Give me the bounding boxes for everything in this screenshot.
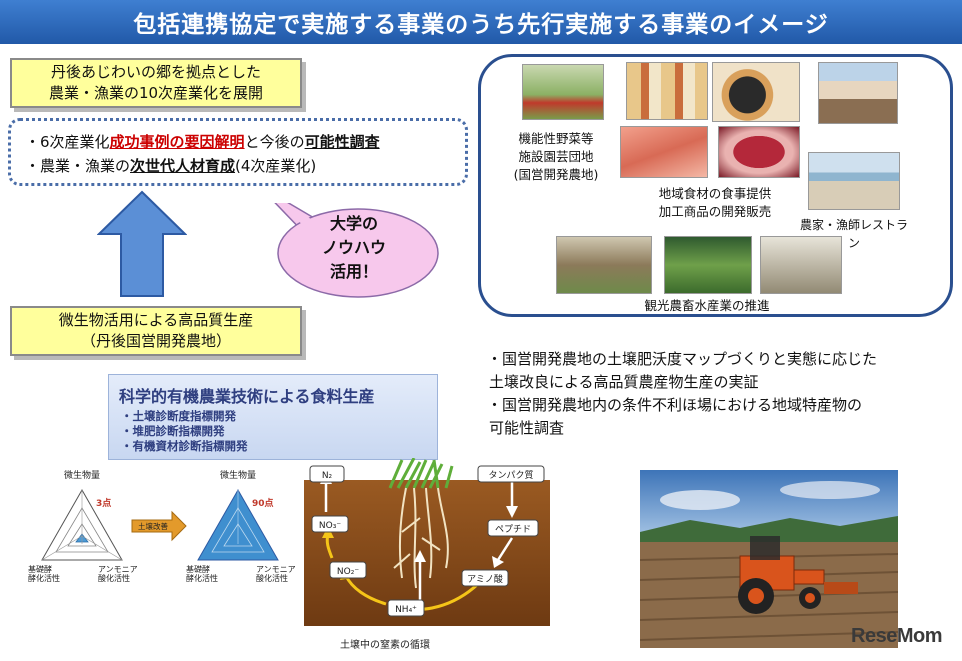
beef-photo (718, 126, 800, 178)
goal-item-1-emphasis-1: 成功事例の要因解明 (109, 133, 245, 151)
soil-bullet-line3: ・国営開発農地内の条件不利ほ場における地域特産物の (487, 396, 863, 414)
improvement-arrow-icon (131, 510, 187, 542)
callout-text: 大学の ノウハウ 活用！ (268, 212, 440, 284)
nitrogen-cycle-diagram: N₂ タンパク質 ペプチド アミノ酸 NH₄⁺ NO₂⁻ NO₃⁻ (304, 458, 550, 626)
soil-bullet-line4: 可能性調査 (489, 419, 565, 437)
label-amino: アミノ酸 (467, 574, 503, 585)
label-restaurant: 農家・漁師レストラン (799, 218, 908, 250)
protein-box (477, 465, 545, 483)
radar-label-bl-2-right: 酵化活性 (186, 573, 218, 582)
label-veg-line1: 機能性野菜等 (518, 131, 594, 146)
tourism-group-photo (556, 236, 652, 294)
label-nh4: NH₄⁺ (395, 605, 417, 615)
goal-item-1-mid: と今後の (244, 133, 305, 151)
fish-photo (620, 126, 708, 178)
roots-icon (393, 487, 449, 589)
goal-box-bottom-line1: 微生物活用による高品質生産 (58, 311, 254, 329)
label-food: 地域食材の食事提供 加工商品の開発販売 (640, 185, 790, 221)
goal-box-bottom: 微生物活用による高品質生産 （丹後国営開発農地） (10, 306, 302, 356)
goal-item-2-prefix: ・農業・漁業の (25, 157, 131, 175)
burger-photo (712, 62, 800, 122)
radar-label-br-1: アンモニア (98, 565, 138, 574)
radar-label-br-2: 酸化活性 (98, 573, 130, 582)
food-display-photo (626, 62, 708, 120)
resemom-watermark: ReseMom (851, 625, 942, 647)
restaurant-terrace-photo (808, 152, 900, 210)
goal-item-2: ・農業・漁業の次世代人材育成(4次産業化) (25, 154, 451, 178)
science-panel: 科学的有機農業技術による食料生産 ・土壌診断度指標開発 ・堆肥診断指標開発 ・有… (108, 374, 438, 460)
page-title-bar: 包括連携協定で実施する事業のうち先行実施する事業のイメージ (0, 0, 962, 44)
radar-label-br-1-right: アンモニア (256, 565, 296, 574)
page-title: 包括連携協定で実施する事業のうち先行実施する事業のイメージ (133, 12, 829, 38)
nitrogen-caption: 土壌中の窒素の循環 (340, 640, 430, 651)
goal-item-2-emphasis: 次世代人材育成 (130, 157, 236, 175)
goal-item-1: ・6次産業化成功事例の要因解明と今後の可能性調査 (25, 130, 451, 154)
radar-score-left: 3点 (96, 497, 111, 509)
radar-label-improve: 土壌改善 (138, 521, 168, 531)
label-food-line1: 地域食材の食事提供 (658, 186, 772, 201)
radar-label-top-right: 微生物量 (220, 469, 256, 481)
label-no3: NO₃⁻ (319, 521, 341, 531)
amino-box (461, 569, 509, 587)
label-n2: N₂ (322, 471, 333, 481)
label-peptide: ペプチド (495, 524, 531, 535)
soil-research-bullets: ・国営開発農地の土壌肥沃度マップづくりと実態に応じた 土壌改良による高品質農産物… (487, 348, 947, 440)
label-food-line2: 加工商品の開発販売 (658, 204, 772, 219)
science-list: ・土壌診断度指標開発 ・堆肥診断指標開発 ・有機資材診断指標開発 (121, 409, 248, 454)
label-veg-line3: (国営開発農地) (513, 167, 599, 182)
soil-bullet-line2: 土壌改良による高品質農産物生産の実証 (489, 373, 759, 391)
vineyard-photo (664, 236, 752, 294)
radar-label-bl-1-right: 基礎酵 (186, 564, 210, 574)
soil-bullet-line1: ・国営開発農地の土壌肥沃度マップづくりと実態に応じた (487, 350, 878, 368)
science-item-3: ・有機資材診断指標開発 (121, 439, 248, 453)
radar-score-right: 90点 (252, 497, 274, 509)
goal-list: ・6次産業化成功事例の要因解明と今後の可能性調査 ・農業・漁業の次世代人材育成(… (8, 118, 468, 186)
grass-icon (388, 458, 454, 489)
callout-line-2: ノウハウ (321, 238, 386, 257)
nh4-box (387, 599, 425, 617)
radar-label-bl-1: 基礎酵 (28, 564, 52, 574)
no2-box (329, 561, 367, 579)
radar-label-top-left: 微生物量 (64, 469, 100, 481)
science-title: 科学的有機農業技術による食料生産 (119, 387, 375, 406)
goal-box-top: 丹後あじわいの郷を拠点とした 農業・漁業の10次産業化を展開 (10, 58, 302, 108)
label-tourism: 観光農畜水産業の推進 (644, 298, 770, 313)
triangle-after-icon (197, 488, 279, 561)
peptide-box (487, 519, 539, 537)
chefs-photo (818, 62, 898, 124)
goal-box-top-line1: 丹後あじわいの郷を拠点とした (50, 63, 261, 81)
callout-line-1: 大学の (329, 214, 378, 233)
label-protein: タンパク質 (488, 469, 533, 481)
fish-processing-photo (760, 236, 842, 294)
goal-item-1-prefix: ・6次産業化 (25, 133, 110, 151)
radar-label-br-2-right: 酸化活性 (256, 573, 288, 582)
tractor-field-photo (640, 470, 898, 648)
label-veg: 機能性野菜等 施設園芸団地 (国営開発農地) (496, 130, 616, 184)
soil-improvement-diagram: 微生物量 3点 基礎酵 酵化活性 アンモニア 酸化活性 土壌改善 微生物量 90… (28, 469, 296, 582)
tractor-icon (738, 536, 858, 614)
triangle-before-icon (41, 488, 123, 561)
science-item-2: ・堆肥診断指標開発 (121, 424, 225, 438)
label-no2: NO₂⁻ (337, 567, 359, 577)
callout-bubble (274, 203, 439, 298)
goal-box-bottom-line2: （丹後国営開発農地） (80, 332, 231, 350)
science-item-1: ・土壌診断度指標開発 (121, 409, 236, 423)
goal-box-top-line2: 農業・漁業の10次産業化を展開 (48, 84, 264, 102)
up-arrow-icon (97, 190, 187, 297)
callout-line-3: 活用！ (329, 262, 378, 281)
no3-box (311, 515, 349, 533)
tomato-greenhouse-photo (522, 64, 604, 120)
label-veg-line2: 施設園芸団地 (518, 149, 594, 164)
goal-item-2-suffix: (4次産業化) (235, 157, 317, 175)
n2-box (309, 465, 345, 483)
radar-label-bl-2: 酵化活性 (28, 573, 60, 582)
goal-item-1-emphasis-2: 可能性調査 (304, 133, 380, 151)
